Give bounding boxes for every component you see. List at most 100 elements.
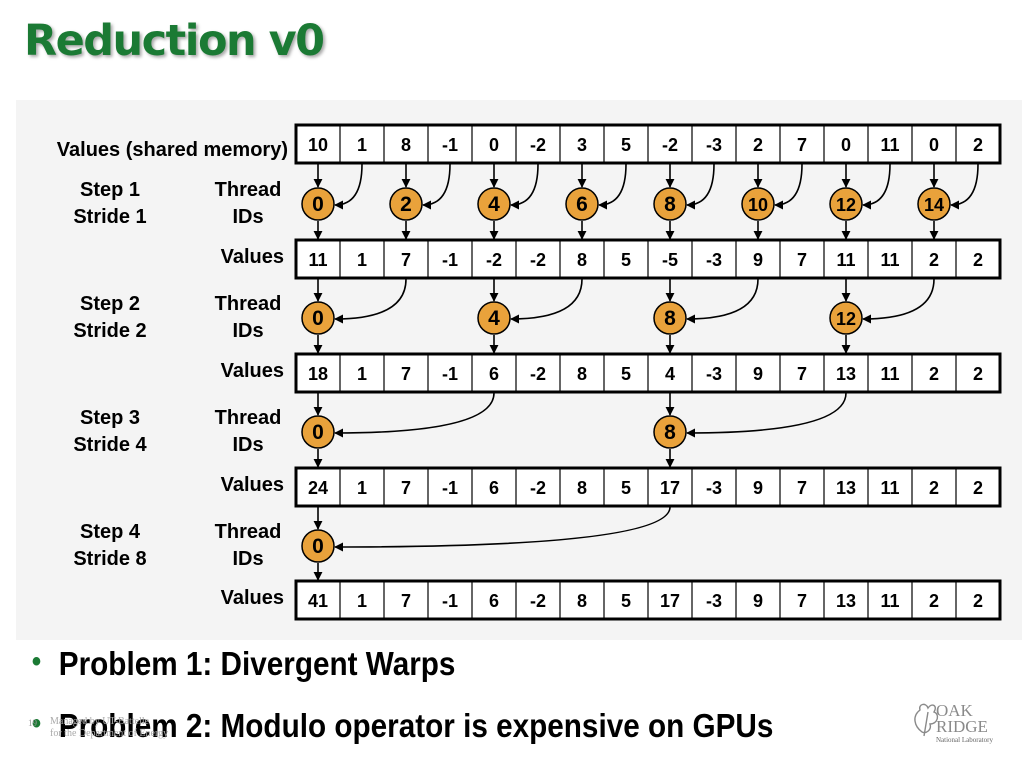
slide-title: Reduction v0: [24, 16, 325, 66]
thread-circle: [301, 301, 335, 335]
array-cell-value: 9: [753, 250, 763, 270]
array-cell-value: 11: [880, 478, 899, 498]
array-cell-value: -3: [706, 135, 722, 155]
array-cell-value: 9: [753, 364, 763, 384]
array-cell-value: -5: [662, 250, 678, 270]
array-cell-value: -3: [706, 478, 722, 498]
thread-label: Thread: [215, 521, 282, 543]
partner-arrow: [510, 163, 539, 210]
array-cell-value: 5: [621, 478, 631, 498]
partner-arrow: [510, 278, 583, 324]
partner-arrow: [422, 163, 451, 210]
bullet-text: Problem 2: Modulo operator is expensive …: [58, 707, 774, 744]
array-cell-value: 2: [973, 250, 983, 270]
footer-line: for the Department of Energy: [50, 728, 169, 739]
array-cell-value: 18: [308, 364, 328, 384]
array-cell-value: 6: [489, 478, 499, 498]
thread-id: 0: [312, 193, 324, 216]
array-cell-value: 24: [308, 478, 328, 498]
array-cell-value: 1: [357, 364, 367, 384]
thread-id: 2: [400, 193, 412, 216]
array-cell-value: 2: [929, 250, 939, 270]
array-cell-value: 8: [577, 250, 587, 270]
stride-label: Stride 1: [73, 206, 146, 228]
thread-circle: [301, 415, 335, 449]
thread-circle: [301, 529, 335, 563]
step-label: Step 3: [80, 407, 140, 429]
thread-id: 14: [924, 195, 944, 215]
partner-arrow: [334, 278, 407, 324]
partner-arrow: [334, 163, 363, 210]
array-cell-value: 2: [973, 591, 983, 611]
array-cell-value: 5: [621, 135, 631, 155]
array-cell-value: 0: [929, 135, 939, 155]
array-cell-value: -1: [442, 250, 458, 270]
step-label: Step 1: [80, 179, 140, 201]
thread-id: 10: [748, 195, 768, 215]
thread-circle: [389, 187, 423, 221]
array-cell-value: 1: [357, 591, 367, 611]
thread-label: Thread: [215, 179, 282, 201]
array-cell-value: 9: [753, 478, 763, 498]
stride-label: Stride 8: [73, 548, 146, 570]
array-cell-value: -2: [530, 135, 546, 155]
array-cell-value: -1: [442, 591, 458, 611]
thread-circle: [829, 187, 863, 221]
array-cell-value: -2: [530, 478, 546, 498]
array-cell-value: 13: [836, 478, 856, 498]
stride-label: Stride 4: [73, 434, 147, 456]
array-cell-value: 5: [621, 591, 631, 611]
thread-label: Thread: [215, 407, 282, 429]
array-cell-value: -1: [442, 135, 458, 155]
thread-id: 12: [836, 309, 856, 329]
ids-label: IDs: [232, 320, 263, 342]
thread-circle: [829, 301, 863, 335]
step-label: Step 2: [80, 293, 140, 315]
array-cell-value: 7: [797, 364, 807, 384]
array-cell-value: 5: [621, 250, 631, 270]
partner-arrow: [686, 163, 715, 210]
values-row-label: Values: [221, 360, 284, 382]
thread-id: 0: [312, 421, 324, 444]
footer-line: Managed by UT-Battelle: [50, 716, 150, 727]
partner-arrow: [334, 392, 495, 438]
array-cell-value: 9: [753, 591, 763, 611]
bullet-list: •Problem 1: Divergent Warps • Problem 2: …: [30, 645, 856, 769]
ids-label: IDs: [232, 548, 263, 570]
logo-line: OAK: [936, 701, 974, 720]
thread-id: 4: [488, 307, 500, 330]
array-cell-value: 7: [401, 364, 411, 384]
bullet-text: Problem 1: Divergent Warps: [58, 645, 456, 682]
array-cell-value: 41: [308, 591, 328, 611]
array-cell-value: 2: [929, 364, 939, 384]
array-cell-value: 8: [577, 478, 587, 498]
array-cell-value: 3: [577, 135, 587, 155]
thread-circle: [565, 187, 599, 221]
thread-circle: [653, 187, 687, 221]
partner-arrow: [686, 278, 759, 324]
array-cell-value: 2: [973, 478, 983, 498]
array-cell-value: 7: [797, 135, 807, 155]
array-cell-value: 2: [929, 478, 939, 498]
bullet-dot: •: [31, 707, 42, 740]
array-cell-value: 2: [753, 135, 763, 155]
thread-id: 6: [576, 193, 588, 216]
stride-label: Stride 2: [73, 320, 146, 342]
array-cell-value: -2: [530, 364, 546, 384]
bullet-item: •Problem 1: Divergent Warps: [30, 645, 773, 707]
array-cell-value: 8: [577, 364, 587, 384]
array-cell-value: -2: [662, 135, 678, 155]
array-cell-value: -1: [442, 478, 458, 498]
array-cell-value: 8: [401, 135, 411, 155]
array-cell-value: 11: [836, 250, 855, 270]
thread-id: 0: [312, 535, 324, 558]
array-cell-value: 13: [836, 591, 856, 611]
values-row-label: Values: [221, 246, 284, 268]
step-label: Step 4: [80, 521, 141, 543]
array-cell-value: 7: [797, 478, 807, 498]
partner-arrow: [862, 163, 891, 210]
array-cell-value: 0: [841, 135, 851, 155]
array-cell-value: 6: [489, 591, 499, 611]
array-cell-value: 11: [308, 250, 327, 270]
